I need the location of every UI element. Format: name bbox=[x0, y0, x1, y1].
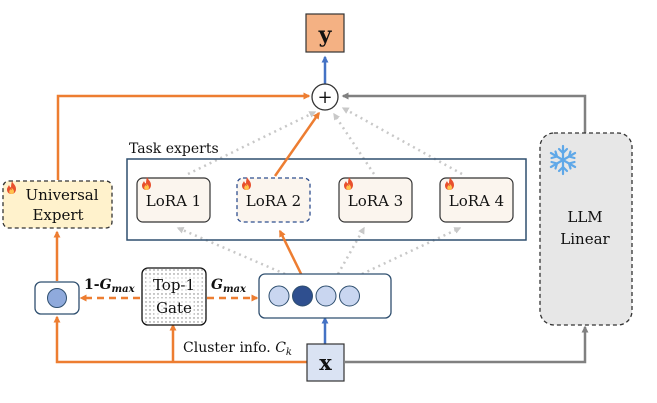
label-cluster-info: Cluster info. Ck bbox=[183, 340, 292, 358]
expert-lora-4: LoRA 4 bbox=[439, 177, 514, 223]
expert-label: LoRA 3 bbox=[348, 192, 403, 210]
task-experts-container bbox=[126, 158, 527, 241]
universal-expert-line2: Expert bbox=[32, 206, 83, 224]
universal-expert: Universal Expert bbox=[2, 180, 113, 229]
arrow-lora2-to-sum bbox=[273, 111, 321, 177]
label-gmax: Gmax bbox=[211, 277, 247, 295]
arrow-x-to-small-box bbox=[53, 315, 310, 364]
llm-path bbox=[341, 92, 589, 364]
expert-lora-1: LoRA 1 bbox=[136, 177, 211, 223]
llm-linear: LLM Linear bbox=[539, 132, 633, 326]
task-experts-title: Task experts bbox=[129, 141, 219, 157]
label-subscript: max bbox=[112, 284, 136, 295]
input-node: x bbox=[306, 343, 345, 382]
expert-lora-2: LoRA 2 bbox=[236, 177, 311, 223]
label-prefix: Cluster info. bbox=[183, 340, 275, 356]
label-symbol: C bbox=[275, 340, 286, 356]
universal-weight-box bbox=[34, 281, 80, 315]
router-slot-selected bbox=[292, 285, 313, 307]
top1-gate: Top-1 Gate bbox=[141, 267, 207, 326]
dotted-line-lora3-top bbox=[332, 112, 376, 175]
label-subscript: max bbox=[223, 284, 247, 295]
label-symbol: G bbox=[211, 277, 223, 293]
expert-label: LoRA 1 bbox=[146, 192, 201, 210]
expert-label: LoRA 4 bbox=[449, 192, 504, 210]
llm-line2: Linear bbox=[560, 230, 610, 248]
output-label: y bbox=[318, 22, 333, 48]
router-slot bbox=[339, 285, 360, 307]
gate-line2: Gate bbox=[156, 299, 192, 317]
universal-weight-node bbox=[47, 288, 67, 308]
task-experts-group: Task experts LoRA 1 LoRA 2 LoRA 3 LoRA 4 bbox=[126, 141, 527, 241]
sum-symbol: + bbox=[317, 87, 332, 108]
dotted-line-slot-lora1 bbox=[176, 226, 286, 276]
label-prefix: 1- bbox=[84, 277, 100, 293]
routing-lines-dotted bbox=[176, 106, 463, 276]
dotted-line-slot-lora3 bbox=[336, 226, 366, 275]
router-slots bbox=[258, 273, 392, 319]
dotted-line-slot-lora4 bbox=[361, 226, 462, 276]
label-one-minus-gmax: 1-Gmax bbox=[84, 277, 136, 295]
input-label: x bbox=[319, 350, 332, 375]
universal-expert-line1: Universal bbox=[25, 186, 98, 204]
output-node: y bbox=[305, 13, 345, 53]
arrow-llm-to-sum bbox=[341, 92, 587, 133]
sum-node: + bbox=[311, 83, 339, 111]
label-subscript: k bbox=[286, 347, 292, 358]
label-symbol: G bbox=[100, 277, 112, 293]
llm-line1: LLM bbox=[567, 208, 602, 226]
gate-line1: Top-1 bbox=[153, 276, 195, 294]
gate-text-bg bbox=[154, 298, 194, 316]
dotted-line-lora4-top bbox=[341, 106, 463, 176]
snowflake-icon bbox=[549, 144, 577, 176]
router-slot bbox=[268, 285, 290, 307]
router-slot bbox=[315, 285, 337, 307]
arrow-x-to-llm bbox=[345, 325, 589, 364]
arrow-universal-to-sum bbox=[56, 92, 311, 180]
gate-text-bg bbox=[146, 275, 202, 293]
expert-label: LoRA 2 bbox=[246, 192, 301, 210]
expert-lora-3: LoRA 3 bbox=[338, 177, 413, 223]
